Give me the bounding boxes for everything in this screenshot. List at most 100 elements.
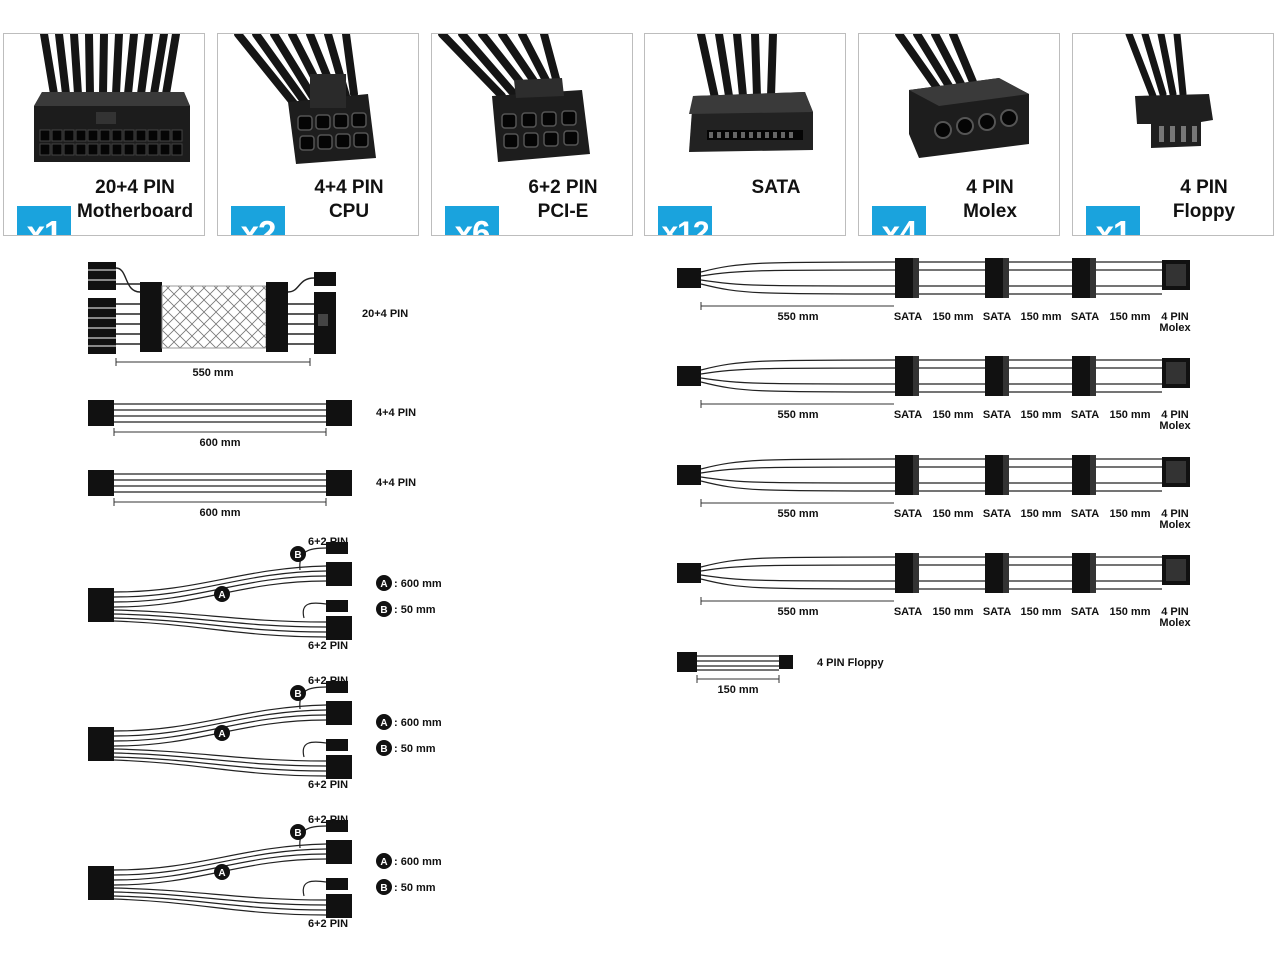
legend-a-text: : 600 mm xyxy=(394,717,442,729)
first-length-label: 550 mm xyxy=(778,606,819,618)
cpu-1-connector-label: 4+4 PIN xyxy=(376,407,416,419)
molex-label-line1: 4 PIN xyxy=(1161,409,1189,421)
legend-a-text: : 600 mm xyxy=(394,856,442,868)
pcie-cable-2: B A 6+2 PIN 6+2 PIN A : 600 mm B : 50 mm xyxy=(88,675,442,791)
quantity-badge: x4 xyxy=(872,206,926,235)
quantity-badge: x2 xyxy=(231,206,285,235)
quantity-badge: x12 xyxy=(658,206,712,235)
marker-a: A xyxy=(218,590,225,601)
legend-a-text: : 600 mm xyxy=(394,578,442,590)
molex-label-line1: 4 PIN xyxy=(1161,508,1189,520)
pcie-top-label: 6+2 PIN xyxy=(308,675,348,687)
atx-24pin-connector-icon xyxy=(34,34,190,162)
first-length-label: 550 mm xyxy=(778,508,819,520)
sata-label: SATA xyxy=(894,508,922,520)
legend-b-text: : 50 mm xyxy=(394,743,436,755)
floppy-length-label: 150 mm xyxy=(718,684,759,696)
legend-marker-a: A xyxy=(380,718,387,729)
sata-label: SATA xyxy=(983,311,1011,323)
pcie-bottom-label: 6+2 PIN xyxy=(308,779,348,791)
sata-label: SATA xyxy=(894,409,922,421)
molex-label-line2: Molex xyxy=(1159,519,1191,531)
cpu-2-connector-label: 4+4 PIN xyxy=(376,477,416,489)
first-length-label: 550 mm xyxy=(778,409,819,421)
legend-b-text: : 50 mm xyxy=(394,882,436,894)
sata-label: SATA xyxy=(1071,508,1099,520)
sata-connector-icon xyxy=(689,34,813,152)
mobo-cable: 550 mm 20+4 PIN xyxy=(88,262,408,379)
molex-label-line2: Molex xyxy=(1159,322,1191,334)
sata-chain-2: 550 mm SATA 150 mm SATA 150 mm SATA 150 … xyxy=(677,356,1191,432)
pcie-cable-3: B A 6+2 PIN 6+2 PIN A : 600 mm B : 50 mm xyxy=(88,814,442,930)
segment-length-label: 150 mm xyxy=(933,508,974,520)
marker-b: B xyxy=(294,689,301,700)
quantity-badge: x1 xyxy=(17,206,71,235)
segment-length-label: 150 mm xyxy=(1021,409,1062,421)
quantity-badge: x6 xyxy=(445,206,499,235)
pcie-8pin-connector-icon xyxy=(438,34,590,162)
legend-b-text: : 50 mm xyxy=(394,604,436,616)
segment-length-label: 150 mm xyxy=(933,311,974,323)
pcie-cable-1: B A 6+2 PIN 6+2 PIN A : 600 mm B : 50 mm xyxy=(88,536,442,652)
legend-marker-b: B xyxy=(380,744,387,755)
mobo-length-label: 550 mm xyxy=(193,367,234,379)
sata-label: SATA xyxy=(983,409,1011,421)
segment-length-label: 150 mm xyxy=(1021,508,1062,520)
cpu-2-length-label: 600 mm xyxy=(200,507,241,519)
legend-marker-a: A xyxy=(380,579,387,590)
molex-label-line1: 4 PIN xyxy=(1161,311,1189,323)
sata-label: SATA xyxy=(1071,409,1099,421)
sata-chain-1: 550 mm SATA 150 mm SATA 150 mm SATA 150 … xyxy=(677,258,1191,334)
marker-b: B xyxy=(294,828,301,839)
floppy-connector-label: 4 PIN Floppy xyxy=(817,657,885,669)
marker-b: B xyxy=(294,550,301,561)
floppy-connector-icon xyxy=(1125,34,1213,148)
sata-label: SATA xyxy=(983,508,1011,520)
legend-marker-b: B xyxy=(380,605,387,616)
segment-length-label: 150 mm xyxy=(933,409,974,421)
mobo-connector-label: 20+4 PIN xyxy=(362,308,408,320)
sata-label: SATA xyxy=(894,606,922,618)
segment-length-label: 150 mm xyxy=(1110,311,1151,323)
legend-marker-a: A xyxy=(380,857,387,868)
marker-a: A xyxy=(218,729,225,740)
molex-label-line2: Molex xyxy=(1159,617,1191,629)
segment-length-label: 150 mm xyxy=(1110,409,1151,421)
segment-length-label: 150 mm xyxy=(1021,606,1062,618)
segment-length-label: 150 mm xyxy=(933,606,974,618)
sata-label: SATA xyxy=(894,311,922,323)
segment-length-label: 150 mm xyxy=(1021,311,1062,323)
cpu-cable-1: 600 mm 4+4 PIN xyxy=(88,400,416,449)
cpu-cable-2: 600 mm 4+4 PIN xyxy=(88,470,416,519)
segment-length-label: 150 mm xyxy=(1110,606,1151,618)
segment-length-label: 150 mm xyxy=(1110,508,1151,520)
pcie-bottom-label: 6+2 PIN xyxy=(308,918,348,930)
cpu-1-length-label: 600 mm xyxy=(200,437,241,449)
molex-label-line2: Molex xyxy=(1159,420,1191,432)
card-title: SATA xyxy=(751,177,801,198)
sata-label: SATA xyxy=(1071,606,1099,618)
molex-label-line1: 4 PIN xyxy=(1161,606,1189,618)
sata-label: SATA xyxy=(1071,311,1099,323)
pcie-top-label: 6+2 PIN xyxy=(308,814,348,826)
legend-marker-b: B xyxy=(380,883,387,894)
sata-chain-3: 550 mm SATA 150 mm SATA 150 mm SATA 150 … xyxy=(677,455,1191,531)
eps-8pin-connector-icon xyxy=(234,34,376,164)
pcie-top-label: 6+2 PIN xyxy=(308,536,348,548)
card-sata: x12 SATA xyxy=(644,33,846,236)
pcie-bottom-label: 6+2 PIN xyxy=(308,640,348,652)
sata-chain-4: 550 mm SATA 150 mm SATA 150 mm SATA 150 … xyxy=(677,553,1191,629)
floppy-cable: 150 mm 4 PIN Floppy xyxy=(677,652,885,696)
marker-a: A xyxy=(218,868,225,879)
